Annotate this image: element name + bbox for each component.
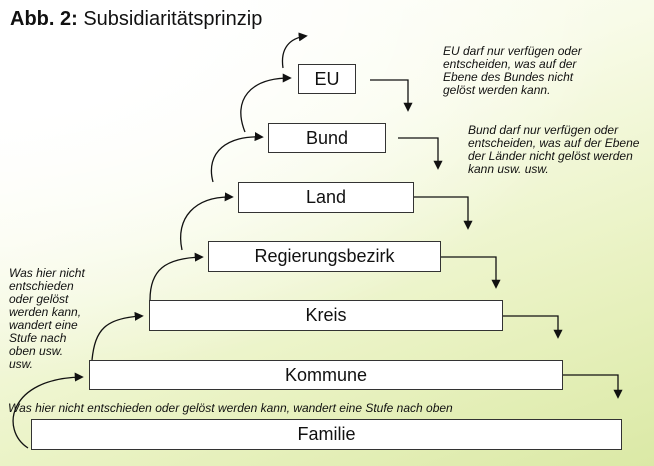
level-box-bund: Bund — [268, 123, 386, 153]
figure-title: Abb. 2: Subsidiaritätsprinzip — [10, 8, 262, 31]
up-arrow-land-bund — [210, 132, 264, 183]
down-arrow-kreis — [503, 315, 563, 339]
down-arrow-land — [414, 196, 473, 230]
down-arrow-kommune — [563, 374, 623, 399]
level-box-familie: Familie — [31, 419, 622, 450]
note-side: Was hier nicht entschieden oder gelöst w… — [9, 266, 85, 371]
level-box-land: Land — [238, 182, 414, 213]
note-bund: Bund darf nur verfügen oder entscheiden,… — [468, 123, 640, 176]
figure-title-text: Subsidiaritätsprinzip — [83, 8, 263, 30]
down-arrow-bund — [398, 137, 443, 170]
down-arrow-regierungsbezirk — [441, 256, 501, 289]
up-arrow-kreis-regierungsbezirk — [149, 252, 204, 301]
down-arrow-eu — [370, 79, 413, 112]
up-arrow-eu-top — [281, 32, 308, 69]
up-arrow-regierungsbezirk-land — [180, 192, 234, 251]
up-arrow-familie-kommune — [12, 372, 84, 449]
level-box-eu: EU — [298, 64, 356, 94]
note-eu: EU darf nur verfügen oder entscheiden, w… — [443, 44, 582, 97]
up-arrow-bund-eu — [240, 73, 292, 133]
level-box-kreis: Kreis — [149, 300, 503, 331]
note-bottom: Was hier nicht entschieden oder gelöst w… — [8, 401, 453, 415]
level-box-kommune: Kommune — [89, 360, 563, 390]
up-arrow-kommune-kreis — [91, 311, 144, 361]
level-box-regierungsbezirk: Regierungsbezirk — [208, 241, 441, 272]
figure-number: Abb. 2: — [10, 8, 78, 30]
